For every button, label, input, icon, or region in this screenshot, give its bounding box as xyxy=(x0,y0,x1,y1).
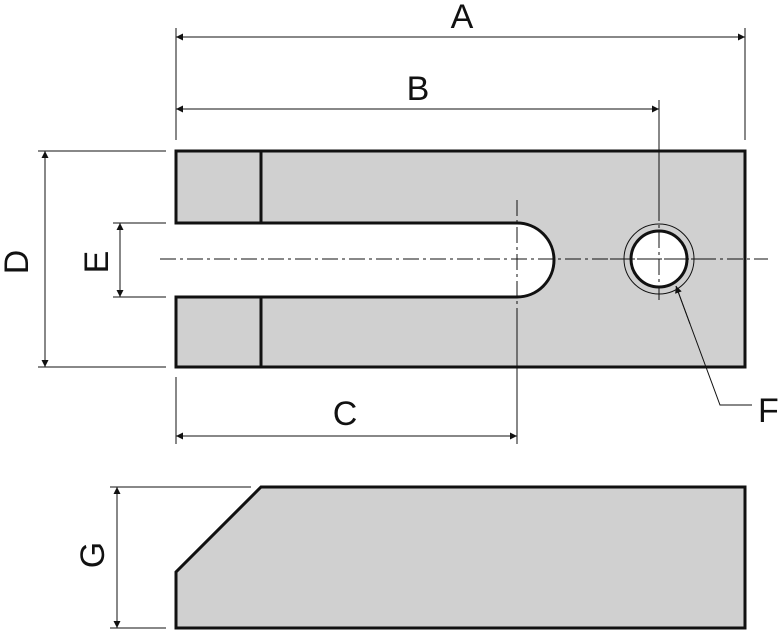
dim-c-label: C xyxy=(333,395,358,433)
dim-e-label: E xyxy=(78,251,116,274)
top-view xyxy=(160,149,768,369)
dim-b-label: B xyxy=(407,70,430,108)
dimension-d: D xyxy=(0,150,166,368)
dim-a-label: A xyxy=(451,0,474,36)
dimension-e: E xyxy=(78,222,166,298)
dim-f-label: F xyxy=(758,392,779,430)
side-view xyxy=(174,485,747,630)
dimension-g: G xyxy=(74,486,251,629)
dimension-b: B xyxy=(176,70,660,205)
dim-f-leader xyxy=(675,285,752,406)
dimension-c: C xyxy=(175,320,518,444)
dimension-f: F xyxy=(675,285,779,430)
dim-g-label: G xyxy=(74,542,112,568)
clamp-body-side xyxy=(174,485,747,630)
dim-f-leader-arrow xyxy=(675,285,691,325)
dimension-a: A xyxy=(175,0,746,140)
dim-d-label: D xyxy=(0,250,36,275)
